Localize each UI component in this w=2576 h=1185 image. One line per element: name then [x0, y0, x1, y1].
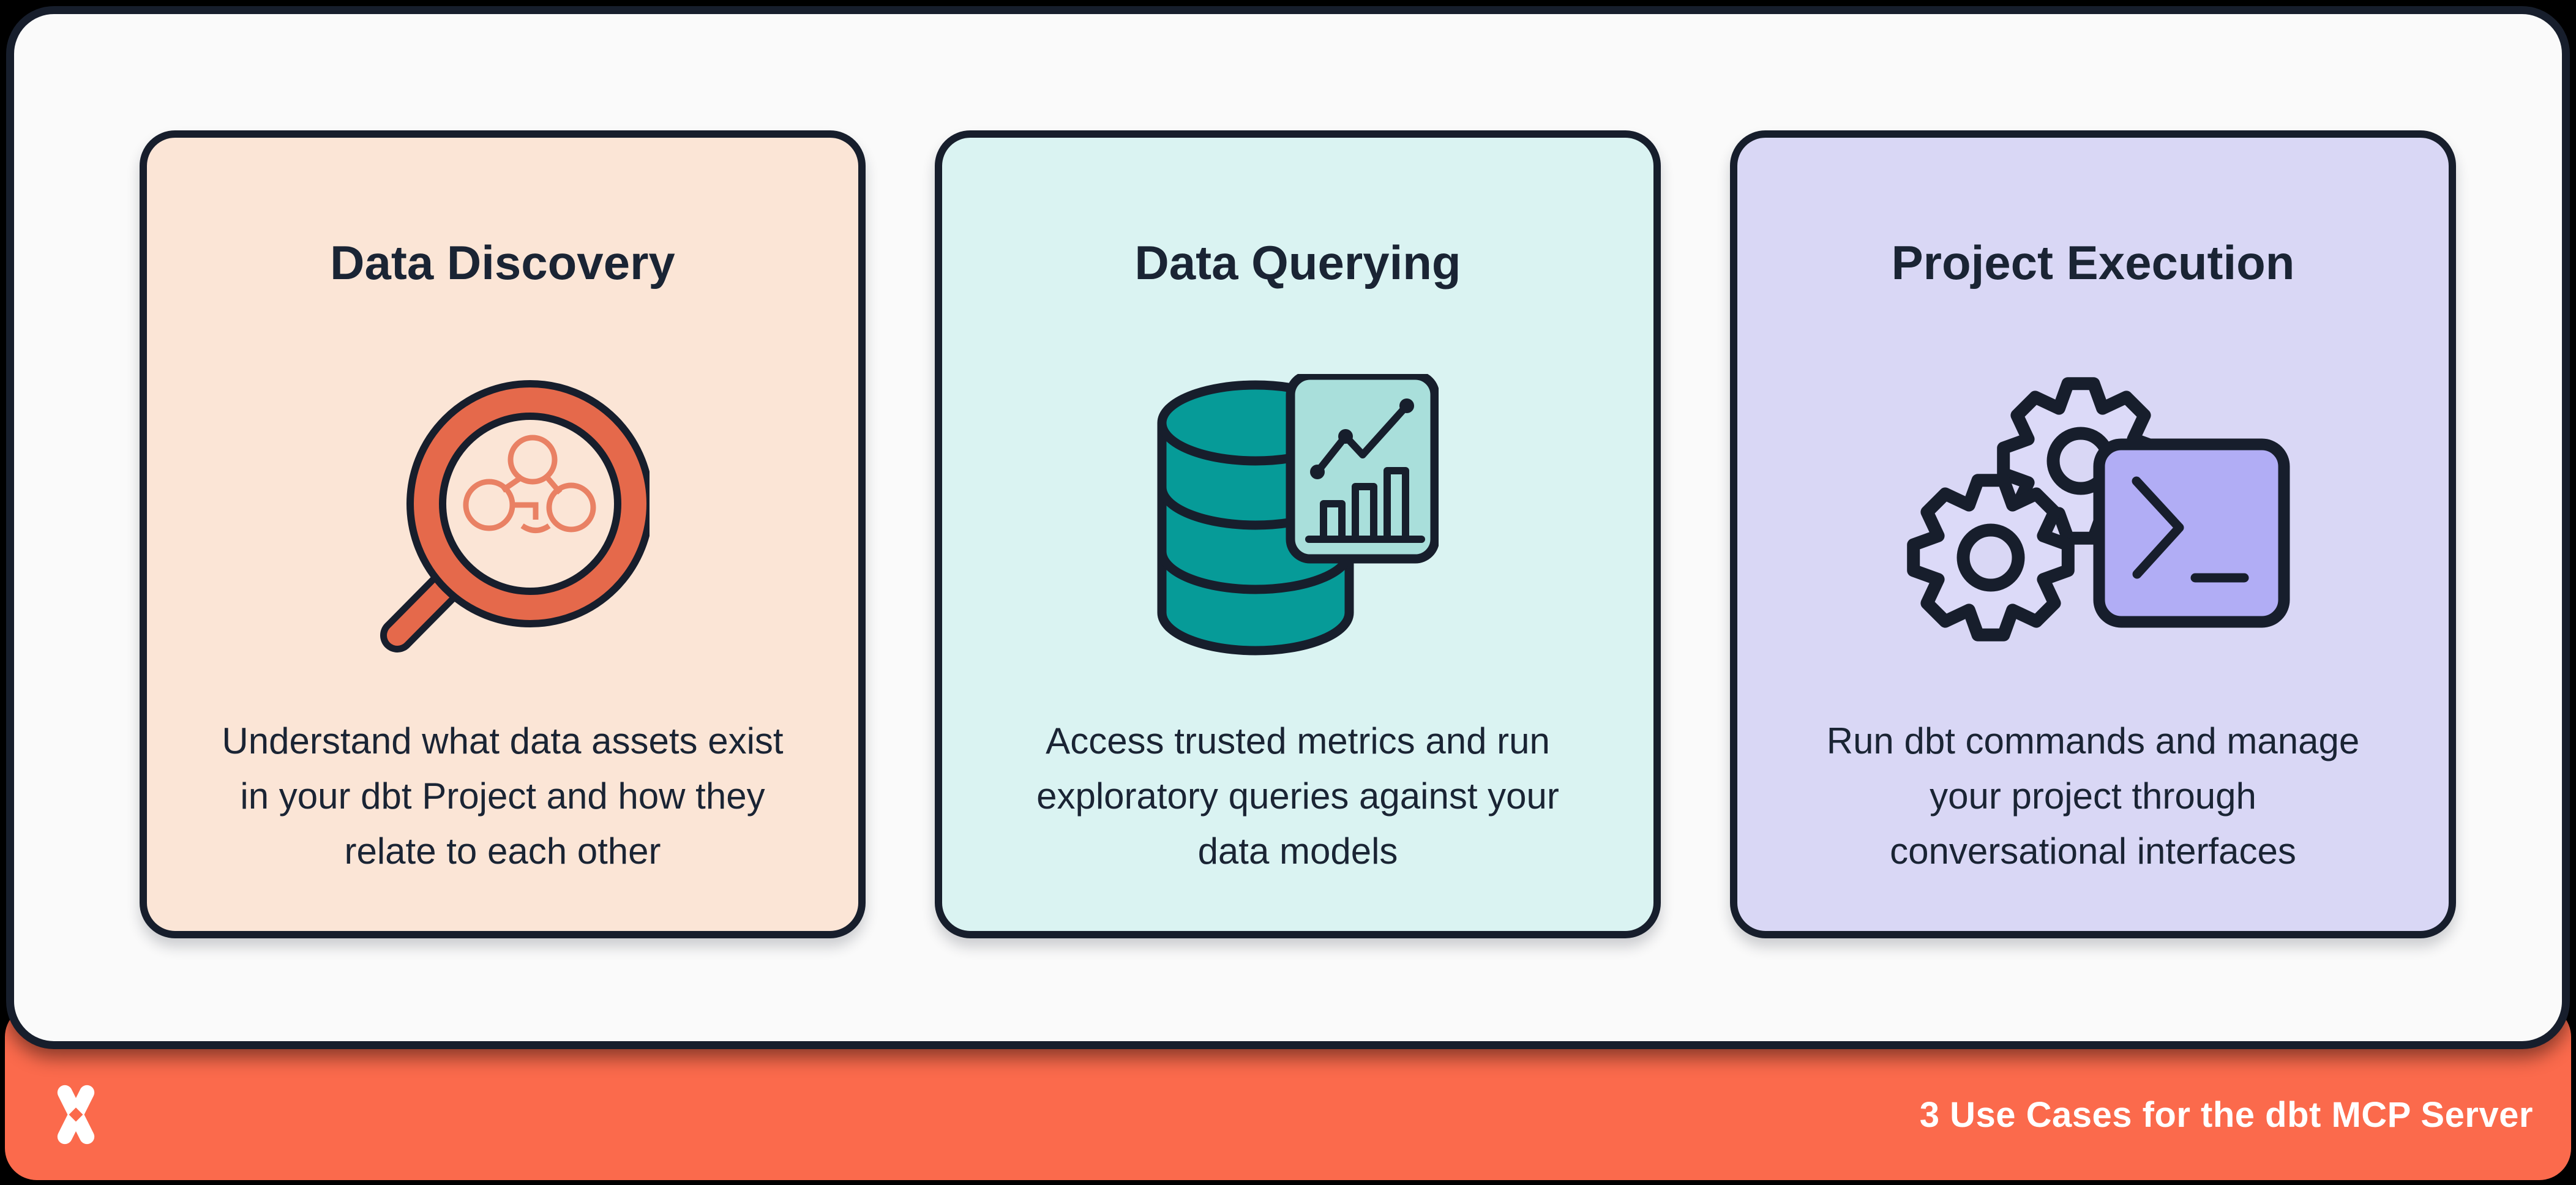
trend-line-chart [1314, 402, 1410, 476]
footer-content: 3 Use Cases for the dbt MCP Server [5, 1049, 2571, 1180]
card-icon-wrap [1894, 342, 2292, 697]
card-project-execution: Project Execution [1730, 130, 2456, 938]
database-chart-icon [1157, 373, 1439, 656]
card-row: Data Discovery [140, 130, 2460, 938]
card-description: Access trusted metrics and run explorato… [1036, 720, 1559, 872]
card-icon-wrap [1157, 342, 1439, 697]
card-icon-wrap [356, 342, 650, 697]
trend-dots [1310, 398, 1414, 479]
dbt-logo-icon [57, 1085, 95, 1145]
card-description: Understand what data assets exist in you… [222, 720, 784, 872]
footer-title: 3 Use Cases for the dbt MCP Server [1919, 1094, 2533, 1135]
card-title: Data Querying [1134, 235, 1461, 290]
magnifier-lineage-icon [380, 380, 650, 653]
gears-terminal-icon [1907, 377, 2290, 642]
card-title: Data Discovery [330, 235, 675, 290]
card-data-querying: Data Querying [935, 130, 1661, 938]
card-data-discovery: Data Discovery [140, 130, 866, 938]
bar-chart [1305, 466, 1425, 543]
lineage-graph [463, 435, 596, 534]
card-title: Project Execution [1891, 235, 2295, 290]
infographic-canvas: Data Discovery [6, 6, 2570, 1049]
gear-icon [1907, 474, 2075, 642]
card-description: Run dbt commands and manage your project… [1826, 720, 2360, 872]
terminal-icon [2093, 438, 2290, 628]
